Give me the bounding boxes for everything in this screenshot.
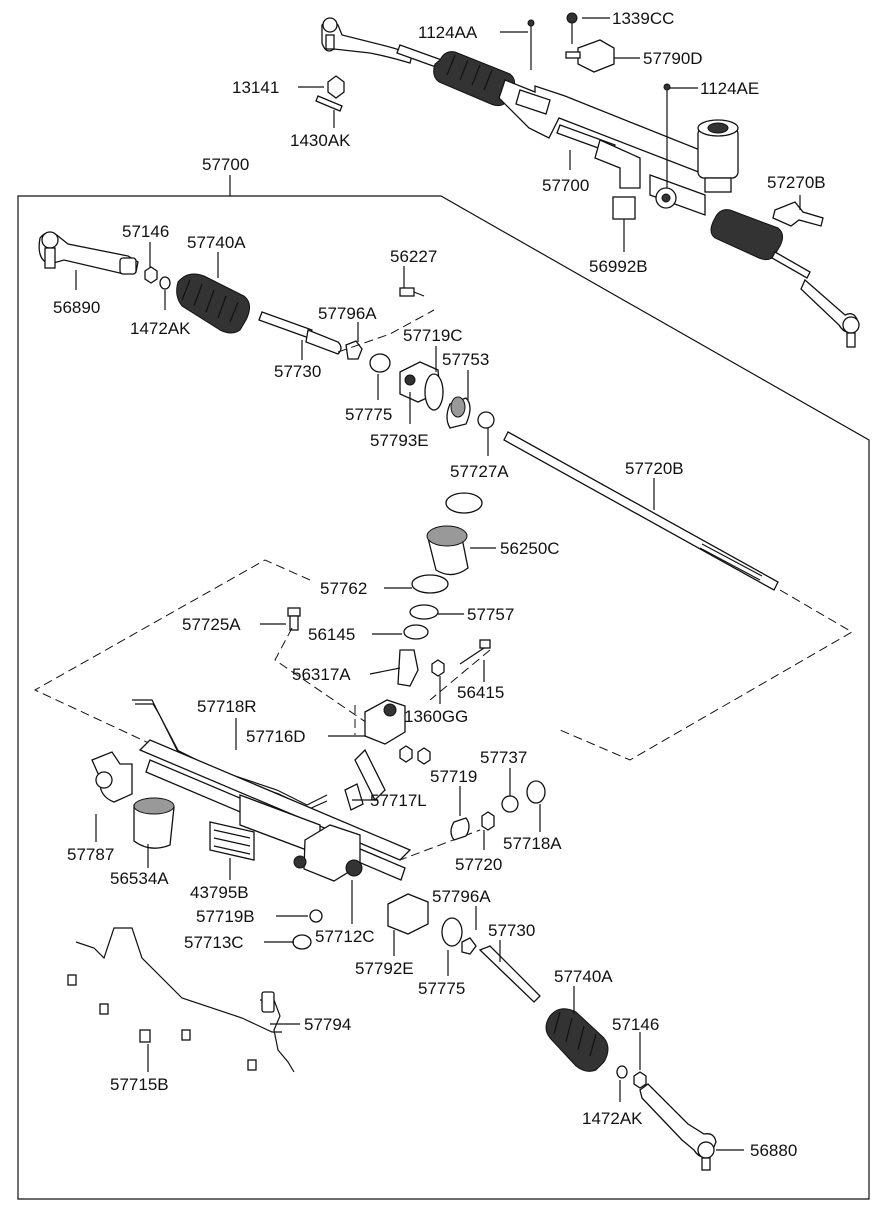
label-1430AK: 1430AK bbox=[290, 131, 351, 150]
label-plate-icon bbox=[612, 196, 636, 220]
rack-bar bbox=[503, 431, 779, 591]
label-56992B: 56992B bbox=[589, 257, 648, 276]
label-57730-lower: 57730 bbox=[488, 921, 535, 940]
wiring-harness bbox=[75, 927, 282, 1033]
label-57146-right: 57146 bbox=[612, 1015, 659, 1034]
top-boot-right bbox=[710, 209, 784, 261]
label-57796A-upper: 57796A bbox=[318, 304, 377, 323]
label-57719B: 57719B bbox=[196, 907, 255, 926]
label-57727A: 57727A bbox=[450, 462, 509, 481]
assembly-guide-lines bbox=[33, 309, 853, 861]
label-57718A: 57718A bbox=[503, 834, 562, 853]
part-labels: 1124AA 1339CC 57790D 13141 1124AE 1430AK… bbox=[53, 9, 826, 1160]
label-1124AA: 1124AA bbox=[418, 23, 478, 42]
label-57719: 57719 bbox=[430, 767, 477, 786]
label-57717L: 57717L bbox=[370, 791, 427, 810]
label-57762: 57762 bbox=[320, 579, 367, 598]
label-57775-lower: 57775 bbox=[418, 979, 465, 998]
label-57793E: 57793E bbox=[370, 431, 429, 450]
top-rack-assembly bbox=[315, 12, 860, 348]
label-57718R: 57718R bbox=[197, 697, 257, 716]
label-57712C: 57712C bbox=[315, 927, 375, 946]
label-57719C: 57719C bbox=[403, 326, 463, 345]
label-1472AK-right: 1472AK bbox=[582, 1109, 643, 1128]
label-57715B: 57715B bbox=[110, 1075, 169, 1094]
assembly-frame bbox=[17, 195, 870, 1200]
top-leaders bbox=[298, 17, 801, 252]
label-56534A: 56534A bbox=[110, 869, 169, 888]
label-1124AE: 1124AE bbox=[700, 79, 759, 98]
label-57713C: 57713C bbox=[184, 933, 244, 952]
label-57794: 57794 bbox=[304, 1015, 351, 1034]
label-57796A-lower: 57796A bbox=[432, 887, 491, 906]
label-57757: 57757 bbox=[467, 605, 514, 624]
label-43795B: 43795B bbox=[190, 883, 249, 902]
label-13141: 13141 bbox=[232, 78, 279, 97]
label-57720: 57720 bbox=[455, 855, 502, 874]
label-1472AK-left: 1472AK bbox=[130, 319, 191, 338]
label-57725A: 57725A bbox=[182, 615, 241, 634]
label-56880: 56880 bbox=[750, 1141, 797, 1160]
label-57790D: 57790D bbox=[643, 49, 703, 68]
label-57792E: 57792E bbox=[355, 959, 414, 978]
label-56415: 56415 bbox=[457, 683, 504, 702]
label-57787: 57787 bbox=[67, 845, 114, 864]
label-56227: 56227 bbox=[390, 247, 437, 266]
label-57716D: 57716D bbox=[246, 727, 306, 746]
label-1339CC: 1339CC bbox=[612, 9, 674, 28]
label-57753: 57753 bbox=[442, 350, 489, 369]
label-57700-top: 57700 bbox=[202, 155, 249, 174]
label-57737: 57737 bbox=[480, 748, 527, 767]
label-57270B: 57270B bbox=[767, 173, 826, 192]
label-56145: 56145 bbox=[308, 625, 355, 644]
label-1360GG: 1360GG bbox=[404, 707, 468, 726]
label-57730-upper: 57730 bbox=[274, 362, 321, 381]
motor-unit bbox=[697, 119, 739, 193]
label-57700-asm: 57700 bbox=[542, 176, 589, 195]
leader-lines bbox=[75, 242, 744, 1151]
label-56317A: 56317A bbox=[292, 665, 351, 684]
label-56250C: 56250C bbox=[500, 539, 560, 558]
label-57740A-left: 57740A bbox=[187, 233, 246, 252]
label-57720B: 57720B bbox=[625, 459, 684, 478]
label-56890: 56890 bbox=[53, 298, 100, 317]
label-57146-left: 57146 bbox=[122, 222, 169, 241]
boot-lower-right bbox=[545, 1008, 609, 1072]
exploded-lower bbox=[67, 699, 717, 1171]
label-57740A-right: 57740A bbox=[554, 967, 613, 986]
label-57775-upper: 57775 bbox=[345, 405, 392, 424]
